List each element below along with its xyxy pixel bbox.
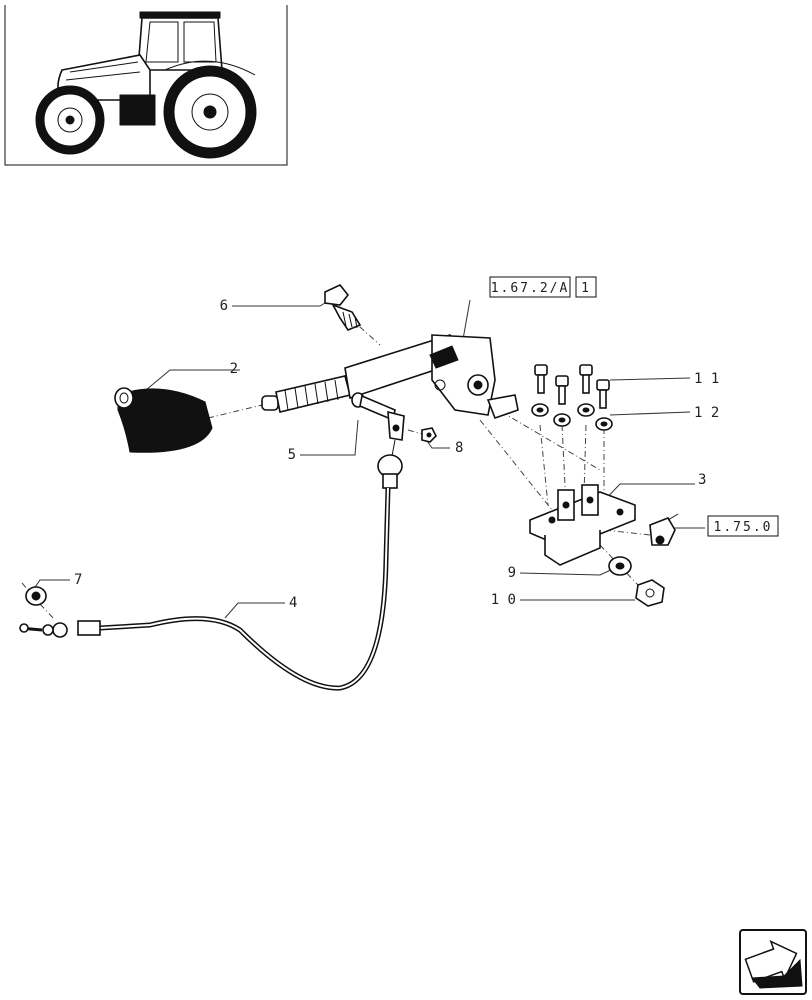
reference-side-text: 1.75.0 [714,520,773,535]
callout-1: 1 [581,281,591,296]
switch-component [649,513,679,546]
callout-7: 7 [74,572,82,588]
part-7-washer [25,586,47,606]
callout-9: 9 [508,565,516,581]
part-8-nut [421,427,437,443]
reference-main-text: 1.67.2/A [491,281,570,296]
thumbnail-frame [4,5,288,166]
part-11-bolts [534,364,610,409]
part-10-nut [635,579,665,607]
next-page-arrow-icon[interactable] [739,929,807,995]
tractor-thumbnail [4,5,288,166]
callout-labels: 6 2 5 8 3 1 1 1 2 9 1 0 4 7 [74,298,719,611]
callout-8: 8 [455,440,463,456]
tractor-thumbnail-icon [35,11,257,159]
part-1-lever [261,334,519,420]
part-6-bolt [324,284,362,331]
reference-box-side[interactable]: 1.75.0 [707,515,779,537]
reference-box-main[interactable]: 1.67.2/A [489,276,571,298]
callout-6: 6 [220,298,228,314]
part-2-grip [114,387,213,453]
reference-box-item-1[interactable]: 1 [575,276,597,298]
callout-10: 1 0 [491,592,516,608]
part-9-washer [608,556,632,576]
callout-2: 2 [230,361,238,377]
callout-3: 3 [698,472,706,488]
part-12-washers [531,403,613,431]
callout-12: 1 2 [694,405,719,421]
part-3-bracket [529,484,636,566]
part-4-cable [19,439,403,691]
part-5-clevis [351,392,405,441]
callout-4: 4 [289,595,297,611]
callout-11: 1 1 [694,371,719,387]
assembly-lines [21,317,651,621]
callout-5: 5 [288,447,296,463]
